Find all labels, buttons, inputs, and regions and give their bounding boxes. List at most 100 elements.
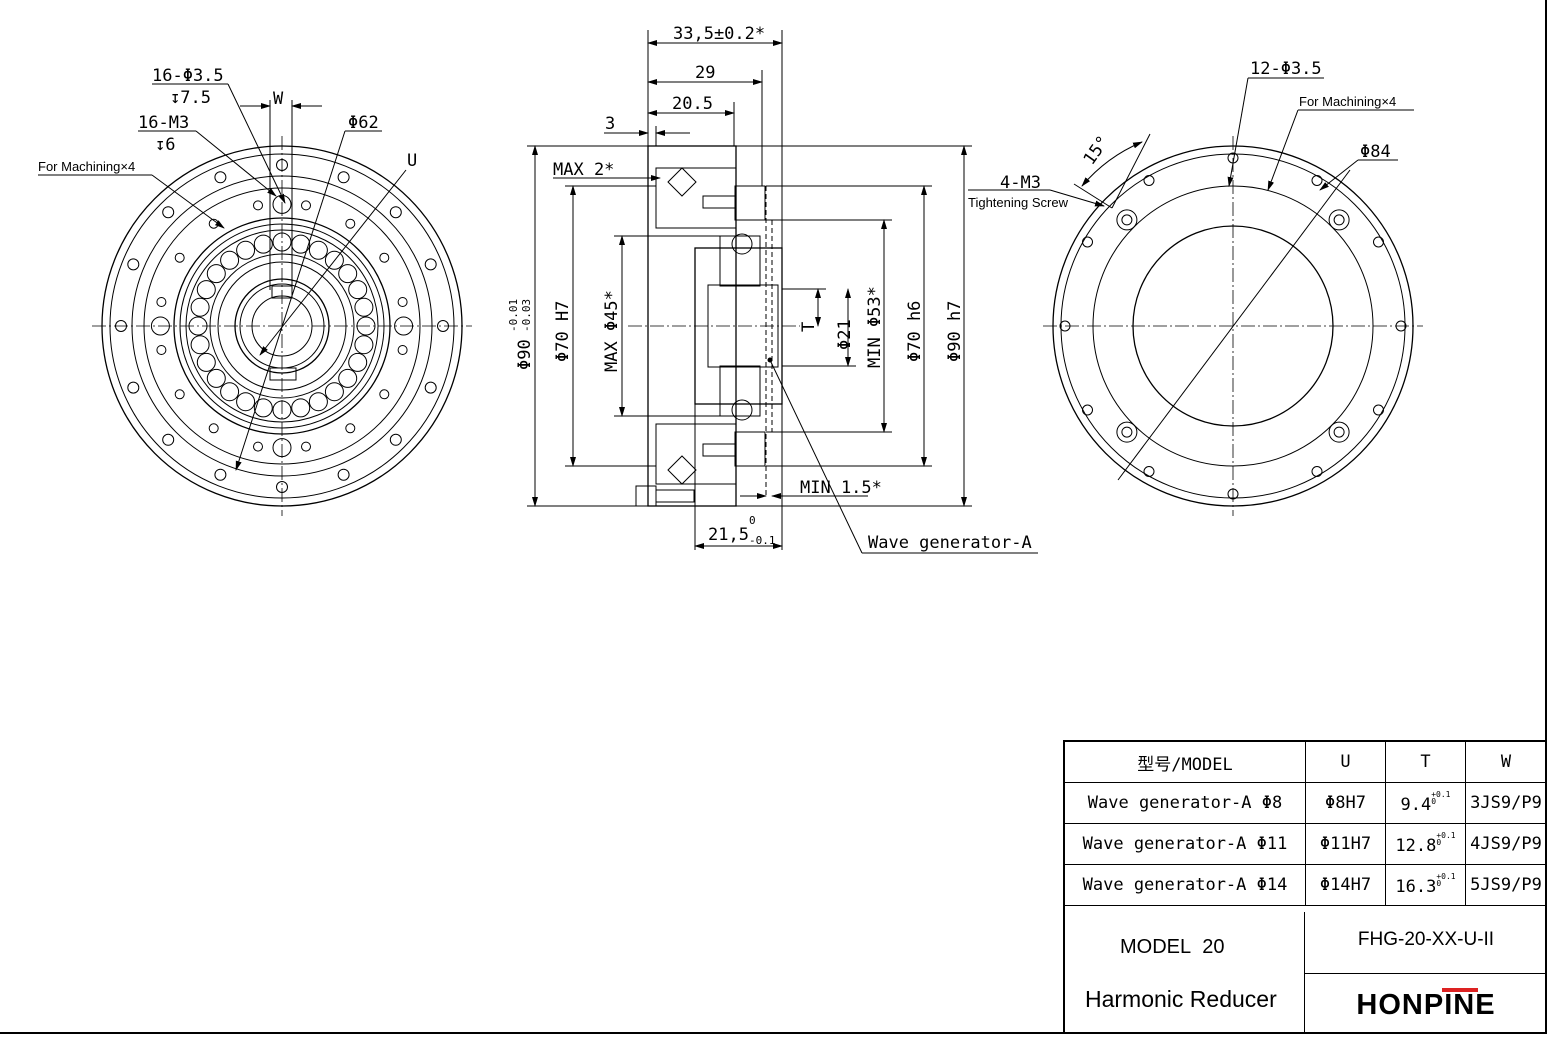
rear-pcd-label: Φ84	[1360, 142, 1391, 162]
front-pcd-label: Φ62	[348, 113, 379, 133]
bearing-roller	[236, 240, 256, 260]
inner-thread-hole	[253, 441, 263, 452]
rear-view-outline	[1043, 136, 1423, 516]
inner-thread-hole	[379, 389, 390, 400]
spec-table-header: 型号/MODEL U T W	[1065, 742, 1546, 783]
row-t-lower: 0	[1436, 879, 1442, 888]
inner-thread-hole	[345, 218, 356, 229]
bolt-hole	[1311, 466, 1323, 477]
bolt-hole	[214, 171, 227, 184]
bearing-roller	[308, 240, 328, 260]
header-t: T	[1385, 742, 1466, 783]
bolt-hole	[127, 381, 140, 394]
bearing-roller	[354, 335, 374, 355]
dia-90-tol-lower: -0.03	[520, 299, 533, 332]
bolt-hole	[389, 433, 402, 446]
bearing-roller	[291, 398, 311, 418]
bolt-hole	[389, 206, 402, 219]
t-label: T	[799, 322, 819, 332]
inner-thread-hole	[253, 200, 263, 211]
bearing-roller	[324, 250, 344, 270]
bolt-hole	[1373, 236, 1384, 248]
dia-21-label: Φ21	[835, 319, 855, 350]
bolt-hole	[1311, 175, 1323, 186]
machining-hole	[394, 316, 414, 336]
row-t-upper: +0.1	[1436, 872, 1456, 881]
row-t-lower: 0	[1436, 838, 1442, 847]
dia-90-label: Φ90	[515, 339, 535, 370]
dia-90-h7-label: Φ90 h7	[945, 301, 965, 362]
bolt-hole	[1059, 320, 1071, 332]
rear-leaders	[968, 77, 1414, 209]
inner-thread-hole	[397, 297, 408, 307]
inner-thread-hole	[301, 441, 311, 452]
product-name: Harmonic Reducer	[1085, 986, 1277, 1012]
bearing-roller	[188, 316, 208, 336]
machining-hole-core	[1333, 426, 1345, 438]
row-model: Wave generator-A Φ11	[1065, 823, 1306, 865]
length-20-5-label: 20.5	[672, 94, 713, 114]
machining-hole	[1328, 421, 1350, 443]
rear-bolt-holes	[1059, 152, 1407, 500]
machining-hole	[150, 316, 170, 336]
row-u: Φ14H7	[1305, 864, 1386, 906]
front-inner-holes	[150, 194, 414, 458]
bolt-hole	[1373, 404, 1384, 416]
bearing-roller	[356, 316, 376, 336]
row-t-value: 9.4	[1400, 795, 1432, 815]
header-u: U	[1305, 742, 1386, 783]
machining-hole-core	[1121, 214, 1133, 226]
side-horizontal-dims	[553, 30, 868, 550]
inner-thread-hole	[174, 252, 185, 263]
inner-thread-hole	[397, 345, 408, 355]
bearing-roller	[308, 392, 328, 412]
bolt-hole	[214, 468, 227, 481]
model-label: MODEL	[1120, 936, 1192, 958]
row-t-value: 16.3	[1395, 877, 1437, 897]
row-w: 5JS9/P9	[1465, 864, 1546, 906]
side-view: 33,5±0.2* 29 20.5 3 MAX 2* MIN 1.5* 21,5…	[507, 24, 1038, 554]
row-t-upper: +0.1	[1431, 790, 1451, 799]
tightening-screw-label: Tightening Screw	[968, 195, 1069, 210]
machining-hole	[1116, 421, 1138, 443]
frame-border-right	[1545, 0, 1547, 1034]
bolt-hole	[1082, 404, 1093, 416]
front-bearing-rollers	[188, 232, 376, 420]
bolt-hole	[1143, 175, 1155, 186]
side-vertical-dims	[527, 145, 1038, 554]
bolt-hole	[1227, 488, 1239, 500]
bolt-hole	[437, 320, 449, 332]
inner-thread-hole	[156, 297, 167, 307]
frame-border-bottom	[0, 1032, 1547, 1034]
min-1-5-label: MIN 1.5*	[800, 478, 882, 498]
bearing-roller	[253, 398, 273, 418]
front-view-outline	[92, 136, 472, 516]
machining-hole	[1116, 209, 1138, 231]
bearing-roller	[253, 234, 273, 254]
rear-machining-label: For Machining×4	[1299, 94, 1396, 109]
part-number: FHG-20-XX-U-II	[1305, 912, 1547, 974]
bearing-roller	[324, 382, 344, 402]
inner-thread-hole	[208, 423, 219, 434]
bolt-hole	[424, 381, 437, 394]
inner-thread-hole	[301, 200, 311, 211]
wave-generator-label: Wave generator-A	[868, 533, 1032, 553]
front-leaders	[38, 83, 407, 471]
length-21-5-tol-lower: -0.1	[749, 534, 776, 547]
brand-logo: HONPINE	[1356, 989, 1496, 1021]
row-w: 4JS9/P9	[1465, 823, 1546, 865]
max-45-label: MAX Φ45*	[602, 290, 622, 372]
angle-label: 15°	[1080, 132, 1114, 169]
bolt-hole	[424, 258, 437, 271]
title-block: 型号/MODEL U T W Wave generator-A Φ8 Φ8H7 …	[1063, 740, 1547, 1033]
side-view-body	[628, 145, 800, 507]
bearing-roller	[220, 250, 240, 270]
bearing-roller	[338, 368, 358, 388]
bolt-hole	[115, 320, 127, 332]
row-model: Wave generator-A Φ14	[1065, 864, 1306, 906]
